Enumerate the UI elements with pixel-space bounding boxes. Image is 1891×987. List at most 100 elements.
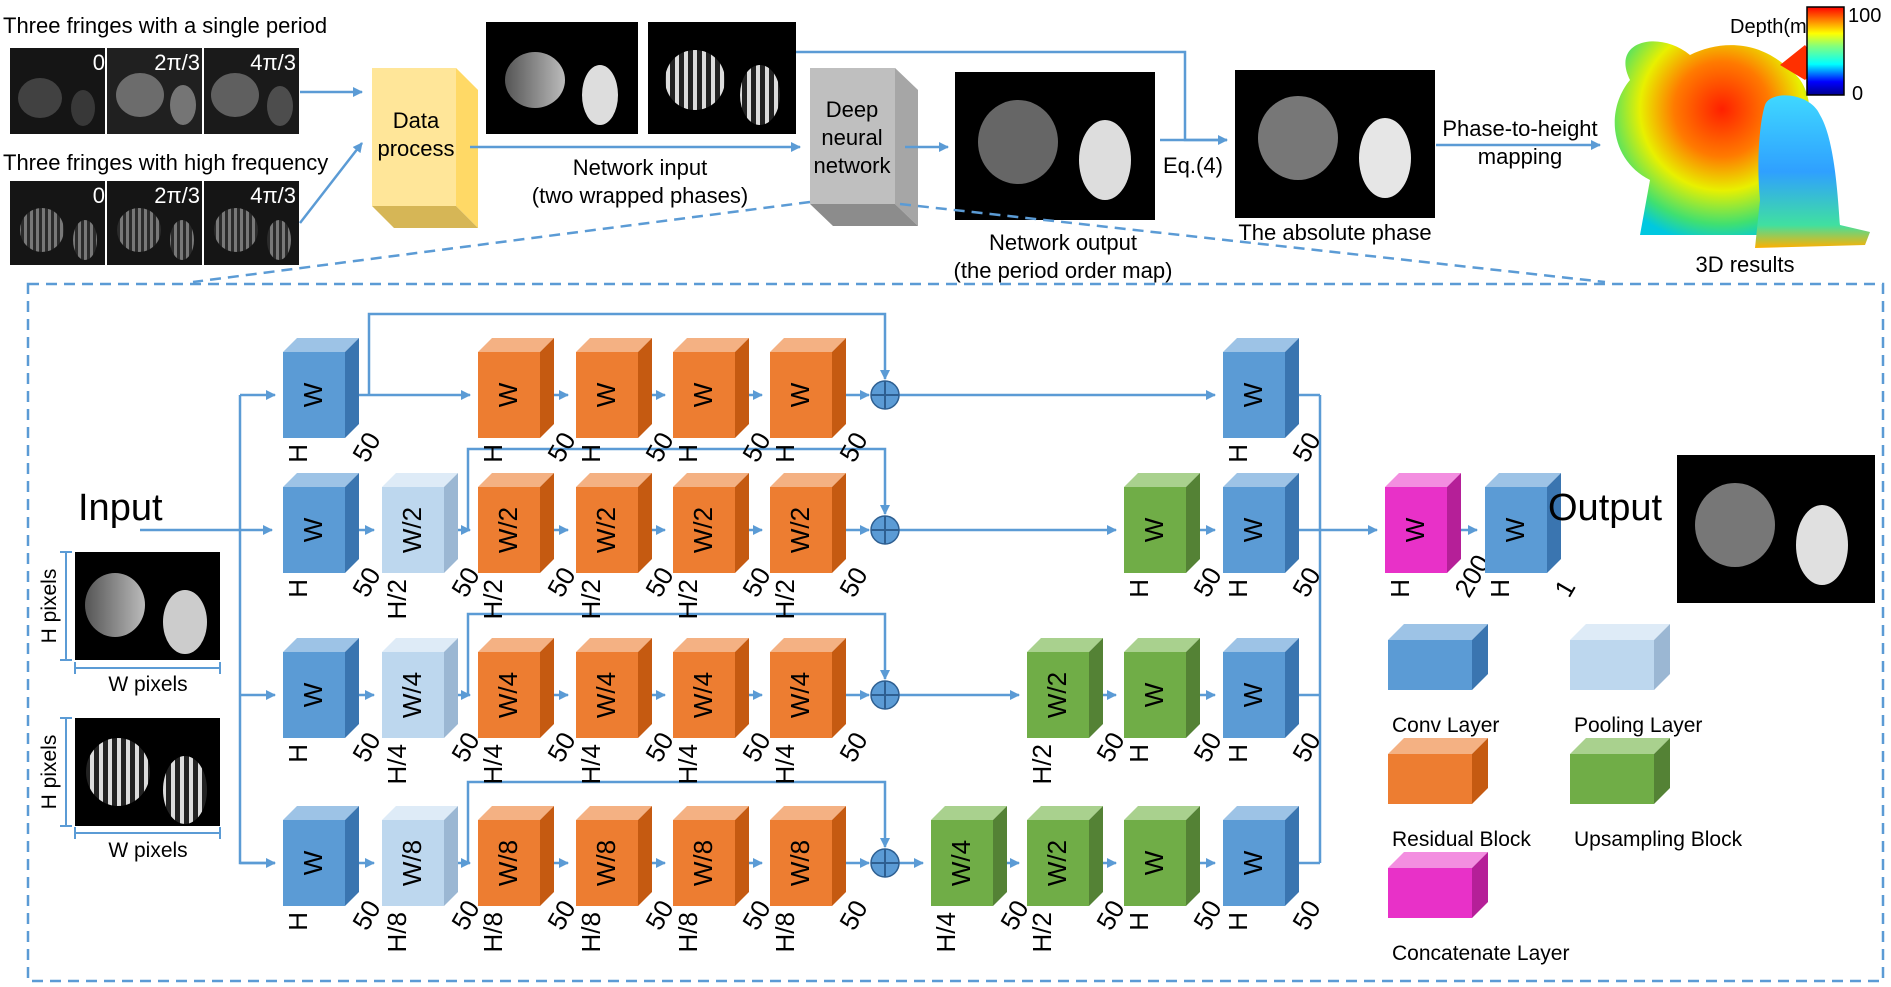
block-front-face [673,652,735,738]
block-front-face [770,352,832,438]
block-height-label: H/4 [576,744,606,784]
block-height-label: H/4 [478,744,508,784]
phase-label: 0 [93,183,105,208]
dnn-label: network [813,153,891,178]
block-width-label: W/8 [688,840,718,886]
block-width-label: W [1238,382,1268,407]
block-side-face [1654,624,1670,690]
deep-neural-network-box: Deep neural network [810,68,918,226]
block-top-face [478,638,554,652]
block-height-label: H [283,744,313,763]
block-width-label: W [1139,850,1169,875]
block-front-face [1570,640,1654,690]
block-top-face [576,473,652,487]
block-side-face [638,806,652,906]
block-top-face [1124,806,1200,820]
block-width-label: W/8 [591,840,621,886]
dimension-markers [60,551,221,839]
block-side-face [832,806,846,906]
block-height-label: H/4 [770,744,800,784]
block-front-face [1027,820,1089,906]
block-front-face [1388,754,1472,804]
block-height-label: H/2 [478,579,508,619]
block-channel-label: 50 [1187,562,1227,602]
block-width-label: W/4 [688,672,718,718]
single-period-label: Three fringes with a single period [3,13,327,38]
block-height-label: H/2 [1027,912,1057,952]
legend-residual-label: Residual Block [1392,828,1531,851]
block-width-label: W/4 [397,672,427,718]
block-channel-label: 50 [1286,895,1326,935]
phase-label: 4π/3 [250,50,296,75]
block-front-face [1124,652,1186,738]
block-front-face [1223,652,1285,738]
block-top-face [1223,473,1299,487]
3d-results-label: 3D results [1695,252,1794,277]
arrow [238,395,275,865]
block-top-face [1388,738,1488,754]
block-height-label: H/2 [1027,744,1057,784]
block-top-face [1485,473,1561,487]
block-channel-label: 50 [346,427,386,467]
phase-to-height-label: Phase-to-height [1442,116,1597,141]
block-width-label: W [298,517,328,542]
block-width-label: W [1238,517,1268,542]
block-top-face [673,806,749,820]
block-front-face [1223,352,1285,438]
block-height-label: H [1485,579,1515,598]
block-top-face [478,338,554,352]
block-width-label: W [298,382,328,407]
legend-concat-label: Concatenate Layer [1392,942,1569,965]
block-front-face [478,652,540,738]
depth-max: 100 [1848,5,1881,27]
block-side-face [345,638,359,738]
block-front-face [1223,487,1285,573]
block-front-face [382,487,444,573]
block-side-face [1186,806,1200,906]
arrow [466,780,890,863]
block-top-face [770,638,846,652]
block-channel-label: 50 [346,727,386,767]
legend-pool-label: Pooling Layer [1574,714,1702,737]
block-side-face [1547,473,1561,573]
block-side-face [444,638,458,738]
phase-to-height-label: mapping [1478,144,1562,169]
block-height-label: H/2 [673,579,703,619]
network-output-label: (the period order map) [954,258,1173,283]
block-front-face [1223,820,1285,906]
block-side-face [1285,338,1299,438]
wrapped-phase-images [486,22,796,134]
block-side-face [638,338,652,438]
block-top-face [1385,473,1461,487]
block-top-face [576,806,652,820]
block-front-face [283,820,345,906]
data-process-box: Data process [372,68,478,228]
legend-conv-label: Conv Layer [1392,714,1499,737]
depth-label: Depth(mm) [1730,16,1830,38]
block-top-face [478,473,554,487]
block-front-face [1570,754,1654,804]
period-order-map-image [955,72,1155,220]
block-side-face [1186,638,1200,738]
block-front-face [382,652,444,738]
block-height-label: H/8 [478,912,508,952]
block-side-face [444,473,458,573]
block-height-label: H [673,444,703,463]
h-pixels-label: H pixels [38,735,61,810]
legend-upsampling-swatch [1570,738,1670,804]
block-front-face [1388,868,1472,918]
high-frequency-label: Three fringes with high frequency [3,150,328,175]
block-front-face [1388,640,1472,690]
